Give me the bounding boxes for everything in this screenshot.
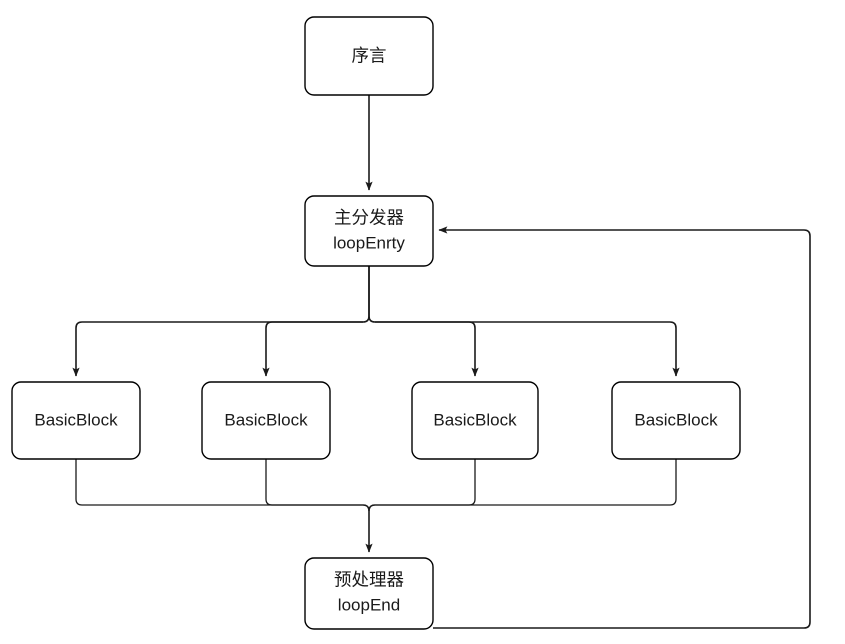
basic-block-node-3-label: BasicBlock [433, 410, 517, 429]
edge-preprocessor-to-dispatcher-loopback [433, 226, 811, 629]
basic-block-node-2-label: BasicBlock [224, 410, 308, 429]
edges-layer [72, 95, 811, 629]
edge-dispatcher-to-block3 [375, 321, 479, 377]
main-dispatcher-node[interactable]: 主分发器 loopEnrty [304, 195, 434, 267]
edge-block1-to-merge [75, 459, 363, 506]
basic-block-node-3[interactable]: BasicBlock [411, 381, 539, 460]
basic-block-node-4-label: BasicBlock [634, 410, 718, 429]
preprocessor-node[interactable]: 预处理器 loopEnd [304, 557, 434, 630]
prologue-node[interactable]: 序言 [304, 16, 434, 96]
nodes-layer: 序言 主分发器 loopEnrty BasicBlock BasicBlock [11, 16, 741, 630]
edge-merge-to-preprocessor [362, 504, 373, 553]
edge-dispatcher-trunk-right [368, 266, 376, 323]
edge-block2-to-merge [265, 459, 363, 506]
main-dispatcher-node-label-line2: loopEnrty [333, 233, 405, 252]
basic-block-node-1[interactable]: BasicBlock [11, 381, 141, 460]
edge-dispatcher-to-block1 [72, 321, 363, 377]
edge-dispatcher-trunk [362, 266, 370, 323]
basic-block-node-1-label: BasicBlock [34, 410, 118, 429]
basic-block-node-2[interactable]: BasicBlock [201, 381, 331, 460]
edge-dispatcher-to-block2 [262, 321, 363, 377]
prologue-node-label: 序言 [352, 46, 387, 66]
basic-block-node-4[interactable]: BasicBlock [611, 381, 741, 460]
edge-dispatcher-to-block4 [375, 321, 680, 377]
preprocessor-node-label-line1: 预处理器 [334, 570, 404, 590]
edge-block4-to-merge [375, 459, 677, 506]
edge-merge-to-preprocessor-right [368, 504, 376, 512]
edge-block3-to-merge [375, 459, 476, 506]
preprocessor-node-label-line2: loopEnd [338, 595, 400, 614]
main-dispatcher-node-label-line1: 主分发器 [334, 208, 404, 228]
